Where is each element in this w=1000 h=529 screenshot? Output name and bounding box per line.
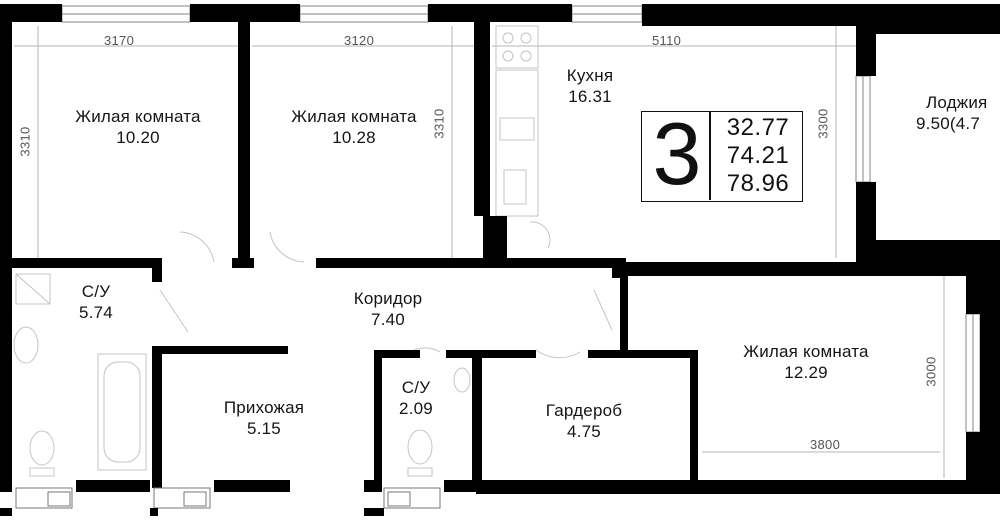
dim-bedroom1-width: 3170 [104,33,135,48]
room-bathroom-1: С/У 5.74 [56,281,136,323]
room-name: Прихожая [223,398,305,417]
total-area: 74.21 [726,142,790,169]
dim-bedroom3-width: 3800 [810,437,841,452]
room-area: 7.40 [371,310,405,329]
room-name: Лоджия [926,93,988,112]
room-loggia: Лоджия 9.50(4.7 [912,92,1000,134]
room-bedroom-1: Жилая комната 10.20 [48,106,228,148]
dim-bedroom2-width: 3120 [344,33,375,48]
room-area: 4.75 [567,422,601,441]
dim-bedroom1-depth: 3310 [17,126,33,157]
room-corridor: Коридор 7.40 [318,288,458,330]
room-area: 2.09 [399,399,433,418]
dim-kitchen-depth: 3300 [815,108,831,139]
badge-divider [709,112,711,200]
total-area-with-loggia: 78.96 [726,170,790,197]
room-kitchen: Кухня 16.31 [530,65,650,107]
rooms-count: 3 [652,104,702,203]
dim-bedroom3-depth: 3000 [923,356,939,387]
room-name: Жилая комната [291,107,417,126]
room-name: Коридор [353,289,423,308]
dimension-lines [14,26,945,478]
room-name: С/У [401,378,431,397]
dim-kitchen-width: 5110 [652,33,682,48]
room-name: Гардероб [545,401,623,420]
dim-bedroom2-depth: 3310 [431,108,447,139]
room-bedroom-2: Жилая комната 10.28 [264,106,444,148]
room-area: 5.74 [79,303,113,322]
room-name: Жилая комната [75,107,201,126]
room-area: 10.20 [116,128,160,147]
walls [0,4,1000,494]
area-summary-badge: 3 32.77 74.21 78.96 [641,106,803,202]
room-area: 16.31 [568,87,612,106]
room-area: 12.29 [784,363,828,382]
living-area: 32.77 [726,114,790,141]
room-bedroom-3: Жилая комната 12.29 [716,341,896,383]
bottom-windows [15,487,441,509]
room-area: 5.15 [247,419,281,438]
room-hallway: Прихожая 5.15 [206,397,322,439]
room-area: 10.28 [332,128,376,147]
room-wardrobe: Гардероб 4.75 [526,400,642,442]
fixtures [13,25,613,477]
room-area: 9.50(4.7 [916,114,980,133]
room-name: Жилая комната [743,342,869,361]
room-bathroom-2: С/У 2.09 [386,377,446,419]
room-name: Кухня [566,66,614,85]
bottom-wall-stubs [0,508,384,516]
room-name: С/У [81,282,111,301]
